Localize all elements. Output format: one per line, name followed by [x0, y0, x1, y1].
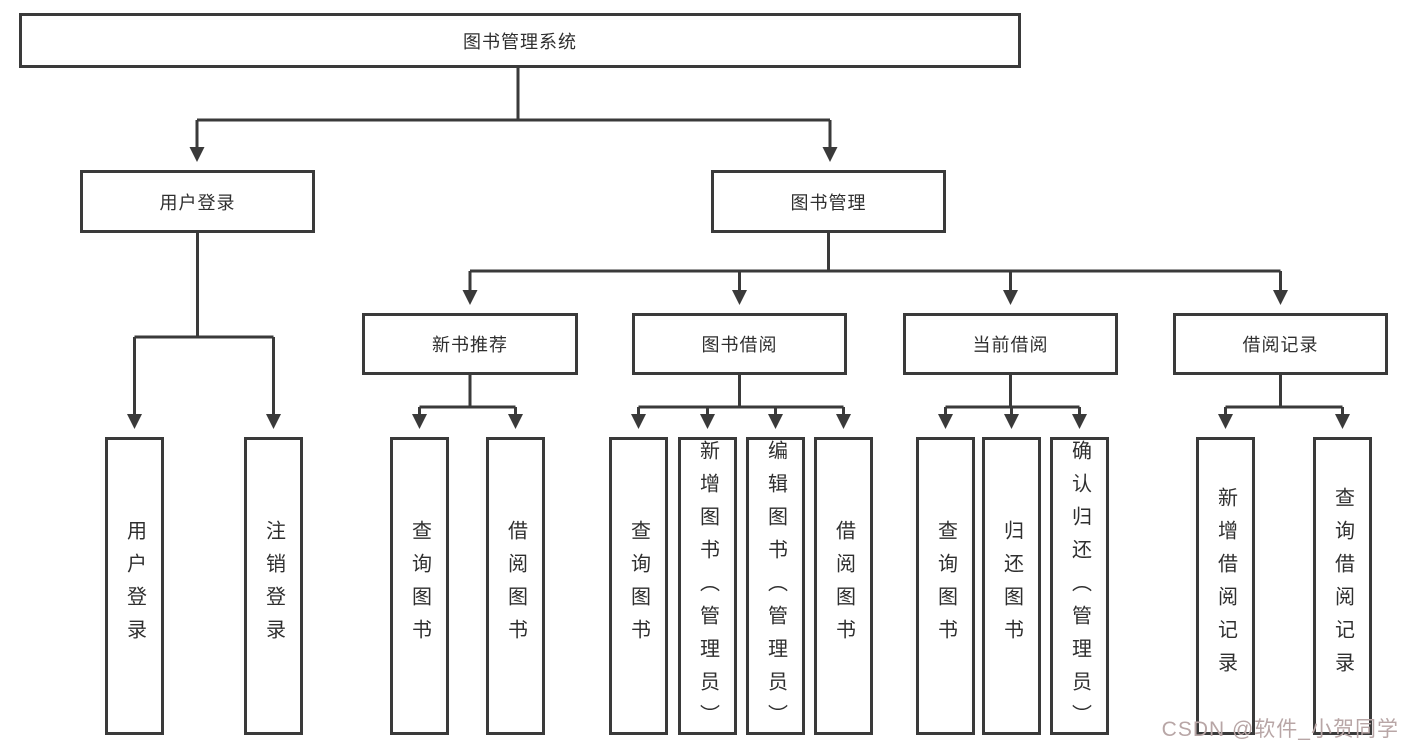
node-user-login: 用户登录 — [80, 170, 315, 233]
node-borrow-records: 借阅记录 — [1173, 313, 1388, 375]
leaf-label: 借阅图书 — [504, 520, 527, 652]
node-label: 新书推荐 — [432, 335, 508, 355]
leaf-label: 查询借阅记录 — [1331, 487, 1354, 685]
leaf-edit-books-admin: 编辑图书（管理员） — [746, 437, 805, 737]
node-label: 借阅记录 — [1242, 335, 1319, 355]
leaf-query-books-recommend: 查询图书 — [390, 437, 449, 735]
node-label: 当前借阅 — [972, 335, 1049, 355]
leaf-label: 新增借阅记录 — [1214, 487, 1237, 685]
leaf-query-books-current: 查询图书 — [916, 437, 975, 735]
csdn-watermark: CSDN @软件_小贺同学 — [1161, 718, 1399, 741]
leaf-label: 归还图书 — [1000, 520, 1023, 652]
leaf-logout: 注销登录 — [244, 437, 303, 735]
leaf-confirm-return-admin: 确认归还（管理员） — [1050, 437, 1109, 737]
leaf-label: 借阅图书 — [832, 520, 855, 652]
leaf-label: 查询图书 — [934, 520, 957, 652]
node-label: 图书借阅 — [701, 335, 778, 355]
node-new-book-recommend: 新书推荐 — [362, 313, 578, 375]
leaf-return-books: 归还图书 — [982, 437, 1041, 735]
node-label: 用户登录 — [159, 192, 236, 213]
leaf-label: 新增图书（管理员） — [696, 440, 719, 737]
leaf-add-books-admin: 新增图书（管理员） — [678, 437, 737, 737]
leaf-label: 确认归还（管理员） — [1068, 440, 1091, 737]
node-book-management: 图书管理 — [711, 170, 946, 233]
leaf-label: 注销登录 — [262, 520, 285, 652]
node-book-borrow: 图书借阅 — [632, 313, 847, 375]
leaf-user-login: 用户登录 — [105, 437, 164, 735]
leaf-label: 用户登录 — [123, 520, 146, 652]
leaf-query-books-borrow: 查询图书 — [609, 437, 668, 735]
node-label: 图书管理系统 — [463, 31, 577, 52]
leaf-add-borrow-record: 新增借阅记录 — [1196, 437, 1255, 735]
node-root-system: 图书管理系统 — [19, 13, 1021, 68]
node-current-borrow: 当前借阅 — [903, 313, 1118, 375]
leaf-label: 查询图书 — [627, 520, 650, 652]
leaf-label: 查询图书 — [408, 520, 431, 652]
leaf-borrow-books-recommend: 借阅图书 — [486, 437, 545, 735]
leaf-label: 编辑图书（管理员） — [764, 440, 787, 737]
node-label: 图书管理 — [790, 192, 867, 213]
leaf-query-borrow-record: 查询借阅记录 — [1313, 437, 1372, 735]
leaf-borrow-books: 借阅图书 — [814, 437, 873, 735]
